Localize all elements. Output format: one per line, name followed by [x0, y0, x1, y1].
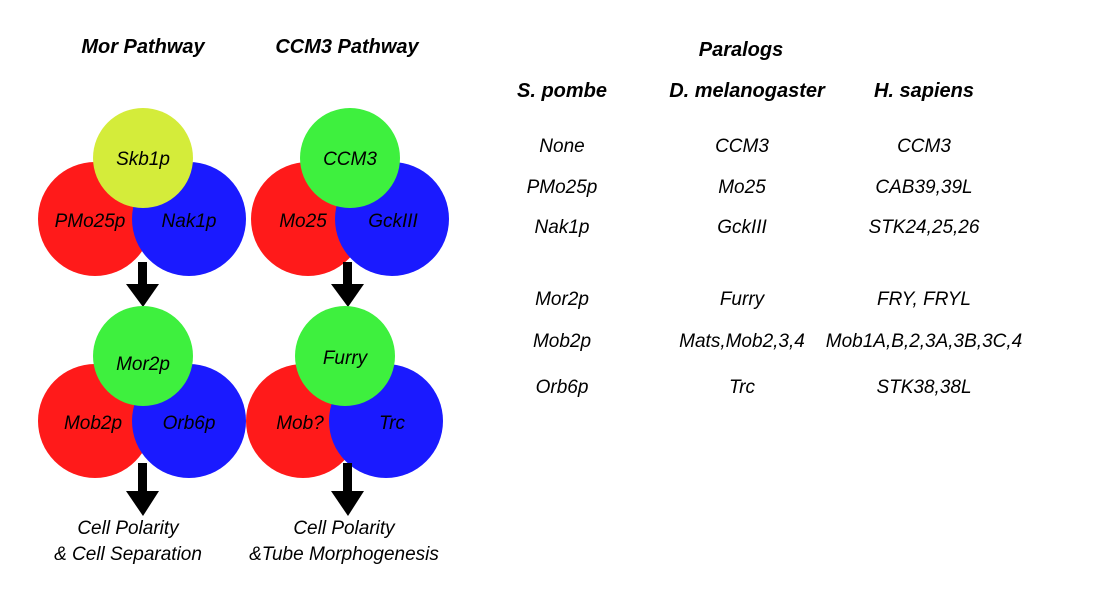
paralogs-table: Paralogs S. pombe D. melanogaster H. sap… [517, 39, 1022, 398]
mor2p-label: Mor2p [116, 354, 170, 375]
cell-d-melanogaster: Mats,Mob2,3,4 [679, 331, 805, 352]
ccm3-pathway-title: CCM3 Pathway [275, 36, 419, 58]
ccm3-outcome-line2: &Tube Morphogenesis [249, 544, 439, 565]
cell-s-pombe: Orb6p [536, 377, 589, 398]
cell-s-pombe: None [539, 136, 584, 157]
mo25-label: Mo25 [279, 211, 327, 232]
mor-arrow-2 [126, 463, 159, 516]
cell-d-melanogaster: Trc [729, 377, 756, 398]
header-s-pombe: S. pombe [517, 80, 607, 102]
skb1p-circle [93, 108, 193, 208]
ccm3-arrow-2 [331, 463, 364, 516]
mor-outcome-line1: Cell Polarity [77, 518, 180, 539]
mor-complex-2: Mor2p Mob2p Orb6p [38, 306, 246, 478]
orb6p-label: Orb6p [163, 413, 216, 434]
cell-d-melanogaster: GckIII [717, 217, 767, 238]
table-row: PMo25p Mo25 CAB39,39L [527, 177, 973, 198]
mob2p-label: Mob2p [64, 413, 122, 434]
skb1p-label: Skb1p [116, 149, 170, 170]
cell-d-melanogaster: CCM3 [715, 136, 769, 157]
cell-s-pombe: Mob2p [533, 331, 591, 352]
ccm3-complex-1: CCM3 Mo25 GckIII [251, 108, 449, 276]
cell-h-sapiens: FRY, FRYL [877, 289, 971, 310]
cell-s-pombe: Mor2p [535, 289, 589, 310]
nak1p-label: Nak1p [162, 211, 217, 232]
cell-h-sapiens: CCM3 [897, 136, 951, 157]
table-row: Mor2p Furry FRY, FRYL [535, 289, 971, 310]
ccm3-circle [300, 108, 400, 208]
cell-s-pombe: Nak1p [535, 217, 590, 238]
cell-h-sapiens: CAB39,39L [875, 177, 972, 198]
mor-arrow-1 [126, 262, 159, 307]
gckiii-label: GckIII [368, 211, 418, 232]
cell-h-sapiens: Mob1A,B,2,3A,3B,3C,4 [826, 331, 1022, 352]
table-row: None CCM3 CCM3 [539, 136, 951, 157]
mor-pathway-title: Mor Pathway [81, 36, 205, 58]
ccm3-complex-2: Furry Mob? Trc [246, 306, 443, 478]
furry-circle [295, 306, 395, 406]
header-d-melanogaster: D. melanogaster [669, 80, 826, 102]
cell-h-sapiens: STK24,25,26 [869, 217, 980, 238]
header-h-sapiens: H. sapiens [874, 80, 974, 102]
mob-unknown-label: Mob? [276, 413, 324, 434]
table-row: Nak1p GckIII STK24,25,26 [535, 217, 980, 238]
ccm3-outcome-line1: Cell Polarity [293, 518, 396, 539]
cell-d-melanogaster: Mo25 [718, 177, 766, 198]
cell-h-sapiens: STK38,38L [876, 377, 971, 398]
paralogs-title: Paralogs [699, 39, 783, 61]
pmo25p-label: PMo25p [55, 211, 126, 232]
cell-d-melanogaster: Furry [720, 289, 766, 310]
cell-s-pombe: PMo25p [527, 177, 598, 198]
mor-complex-1: Skb1p PMo25p Nak1p [38, 108, 246, 276]
mor-outcome-line2: & Cell Separation [54, 544, 202, 565]
ccm3-arrow-1 [331, 262, 364, 307]
ccm3-label: CCM3 [323, 149, 377, 170]
table-row: Orb6p Trc STK38,38L [536, 377, 972, 398]
trc-label: Trc [379, 413, 406, 434]
furry-label: Furry [323, 348, 369, 369]
mor2p-circle [93, 306, 193, 406]
table-row: Mob2p Mats,Mob2,3,4 Mob1A,B,2,3A,3B,3C,4 [533, 331, 1022, 352]
